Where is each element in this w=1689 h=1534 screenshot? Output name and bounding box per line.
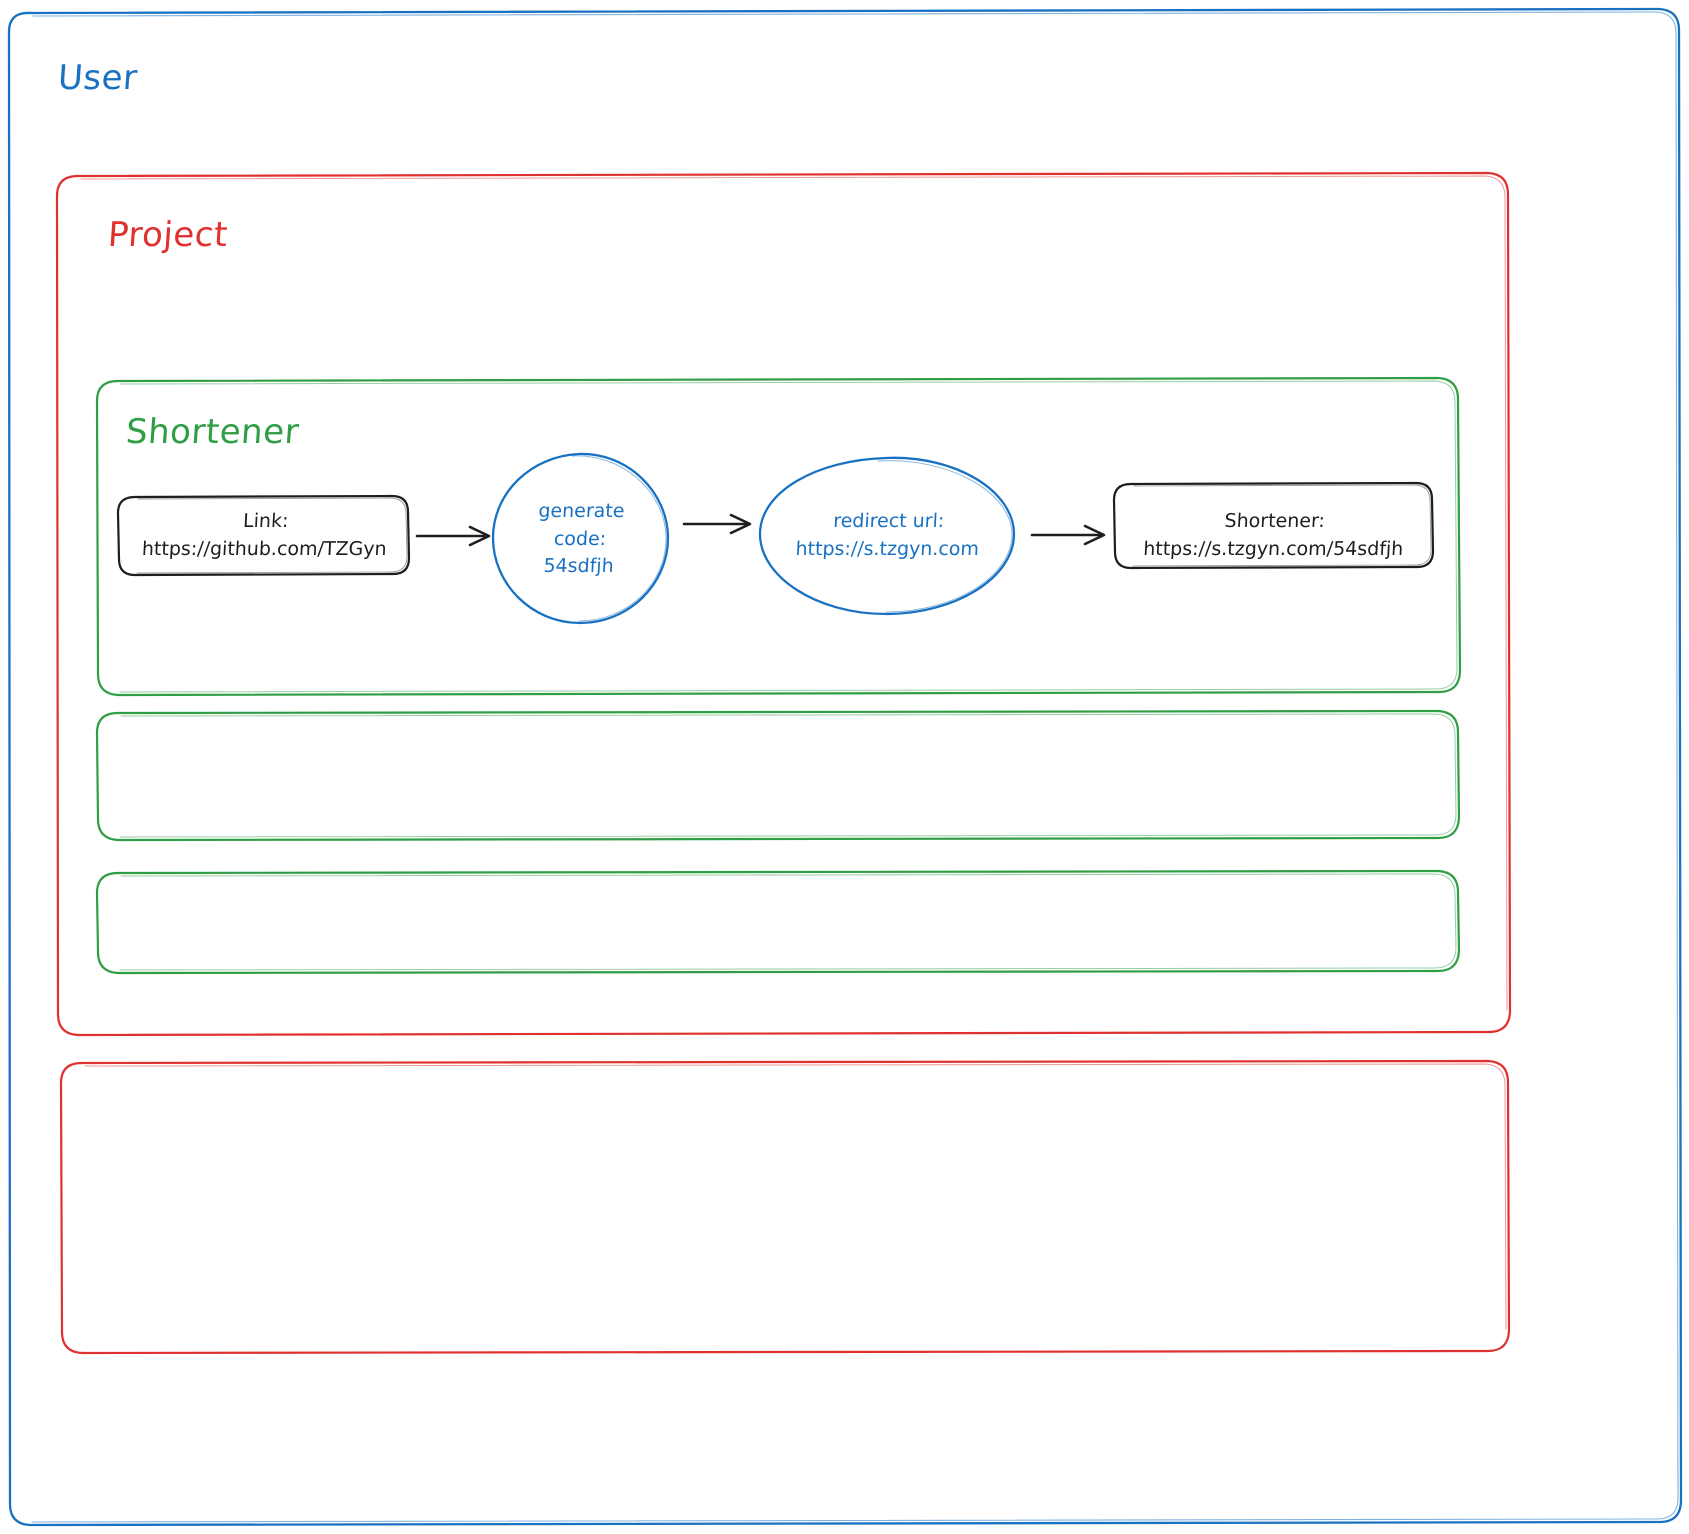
node-generate-code-circle[interactable] — [491, 452, 670, 625]
arrow-link-to-generate — [415, 525, 491, 547]
node-label-shortener-result: Shortener: https://s.tzgyn.com/54sdfjh — [1115, 508, 1434, 563]
node-link-box[interactable] — [116, 494, 411, 577]
node-label-generate-line1: generate — [537, 500, 626, 522]
node-label-link: Link: https://github.com/TZGyn — [121, 508, 410, 563]
node-label-generate-line3: 54sdfjh — [542, 555, 615, 578]
node-label-link-line2: https://github.com/TZGyn — [141, 537, 388, 560]
node-label-link-line1: Link: — [242, 510, 289, 532]
container-shortener[interactable] — [95, 376, 1462, 697]
node-label-generate-code: generate code: 54sdfjh — [498, 498, 662, 581]
node-shortener-result-box[interactable] — [1112, 481, 1435, 570]
node-redirect-url-ellipse[interactable] — [758, 456, 1016, 616]
container-user[interactable] — [7, 7, 1683, 1527]
arrow-redirect-to-shortener — [1030, 524, 1106, 546]
empty-group-green-2[interactable] — [95, 869, 1461, 975]
node-label-shortener-line1: Shortener: — [1224, 510, 1326, 532]
node-label-redirect-line2: https://s.tzgyn.com — [795, 537, 980, 560]
arrow-generate-to-redirect — [682, 513, 752, 535]
container-project[interactable] — [55, 171, 1512, 1037]
empty-group-green-1[interactable] — [95, 709, 1461, 842]
node-label-generate-line2: code: — [553, 527, 607, 550]
empty-group-red-1[interactable] — [59, 1059, 1511, 1355]
node-label-shortener-line2: https://s.tzgyn.com/54sdfjh — [1142, 537, 1404, 560]
node-label-redirect-url: redirect url: https://s.tzgyn.com — [759, 508, 1018, 563]
node-label-redirect-line1: redirect url: — [832, 510, 945, 532]
